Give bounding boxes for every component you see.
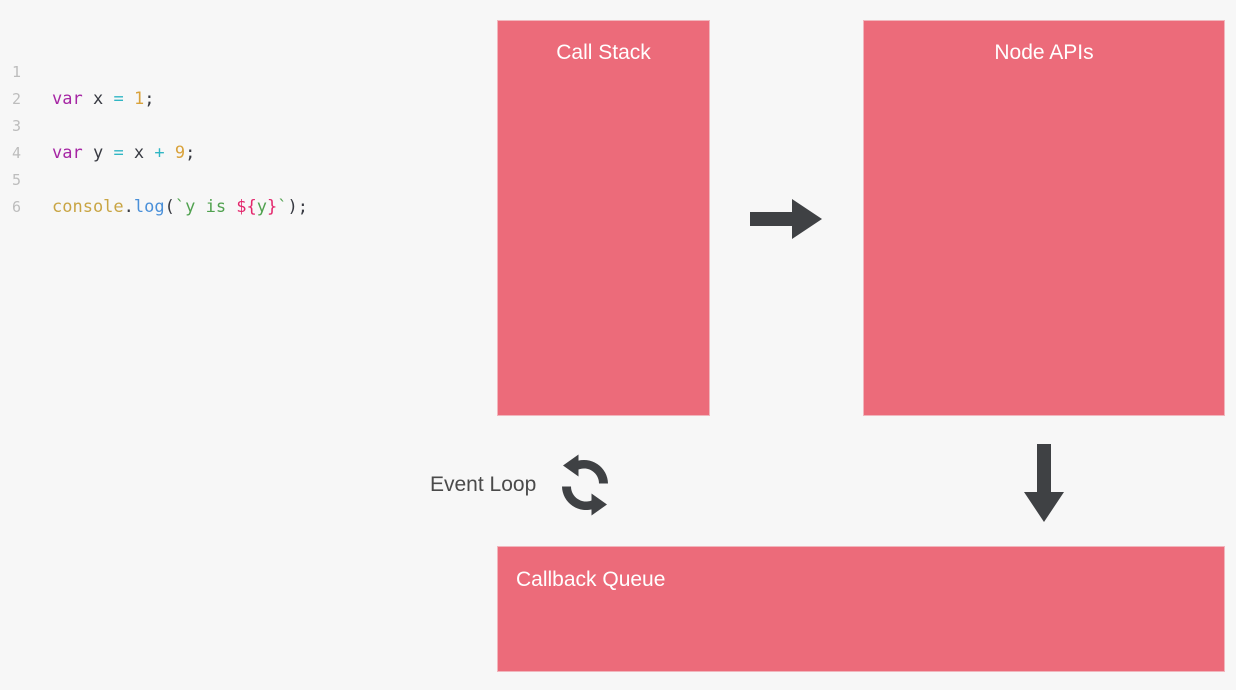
event-loop-group: Event Loop (430, 452, 640, 518)
token-interpolation-open: ${ (236, 197, 257, 217)
line-number: 1 (12, 63, 22, 81)
token-operator: = (113, 89, 124, 109)
code-editor-pane[interactable]: 1 var x = 1; 2 3 var y = x + 9; 4 5 cons… (0, 0, 470, 690)
line-number: 5 (12, 171, 22, 189)
token-number: 1 (133, 89, 145, 109)
token-punctuation: ( (164, 197, 175, 217)
node-apis-box[interactable]: Node APIs (863, 20, 1225, 416)
line-number: 3 (12, 117, 22, 135)
token-punctuation: ); (287, 197, 309, 217)
token-keyword: var (52, 143, 83, 163)
line-number: 6 (12, 198, 22, 216)
line-number: 2 (12, 90, 22, 108)
token-object: console (52, 197, 124, 217)
token-space (165, 143, 175, 163)
token-punctuation: ; (185, 143, 196, 163)
code-line[interactable]: 6 (0, 167, 41, 216)
token-interpolation-close: } (267, 197, 278, 217)
call-stack-box[interactable]: Call Stack (497, 20, 710, 416)
event-loop-label: Event Loop (430, 473, 537, 496)
token-interpolation-expr: y (256, 197, 268, 217)
token-identifier: x (123, 143, 155, 163)
cycle-arrows-icon (562, 454, 609, 516)
code-line-content: var x = 1; (52, 86, 154, 113)
token-identifier: x (82, 89, 114, 109)
token-punctuation: . (123, 197, 134, 217)
code-line[interactable]: 5 console.log(`y is ${y}`); (0, 140, 308, 217)
line-number: 4 (12, 144, 22, 162)
token-space (124, 89, 134, 109)
token-number: 9 (174, 143, 186, 163)
node-apis-label: Node APIs (994, 41, 1094, 64)
call-stack-label: Call Stack (556, 41, 651, 64)
code-line-content: var y = x + 9; (52, 140, 195, 167)
callback-queue-box[interactable]: Callback Queue (497, 546, 1225, 672)
code-line[interactable]: 4 (0, 113, 41, 162)
code-line[interactable]: 3 var y = x + 9; (0, 86, 195, 163)
token-string: ` (277, 197, 288, 217)
token-identifier: y (82, 143, 114, 163)
arrow-down-icon (1024, 444, 1064, 522)
token-operator: = (113, 143, 124, 163)
callback-queue-label: Callback Queue (516, 568, 666, 591)
token-punctuation: ; (144, 89, 155, 109)
arrow-right-icon (750, 199, 822, 239)
token-function: log (133, 197, 165, 217)
token-string: `y is (174, 197, 237, 217)
token-operator: + (154, 143, 165, 163)
token-keyword: var (52, 89, 83, 109)
code-line[interactable]: 2 (0, 59, 41, 108)
code-line-content: console.log(`y is ${y}`); (52, 194, 308, 221)
code-line[interactable]: 1 var x = 1; (0, 32, 154, 109)
